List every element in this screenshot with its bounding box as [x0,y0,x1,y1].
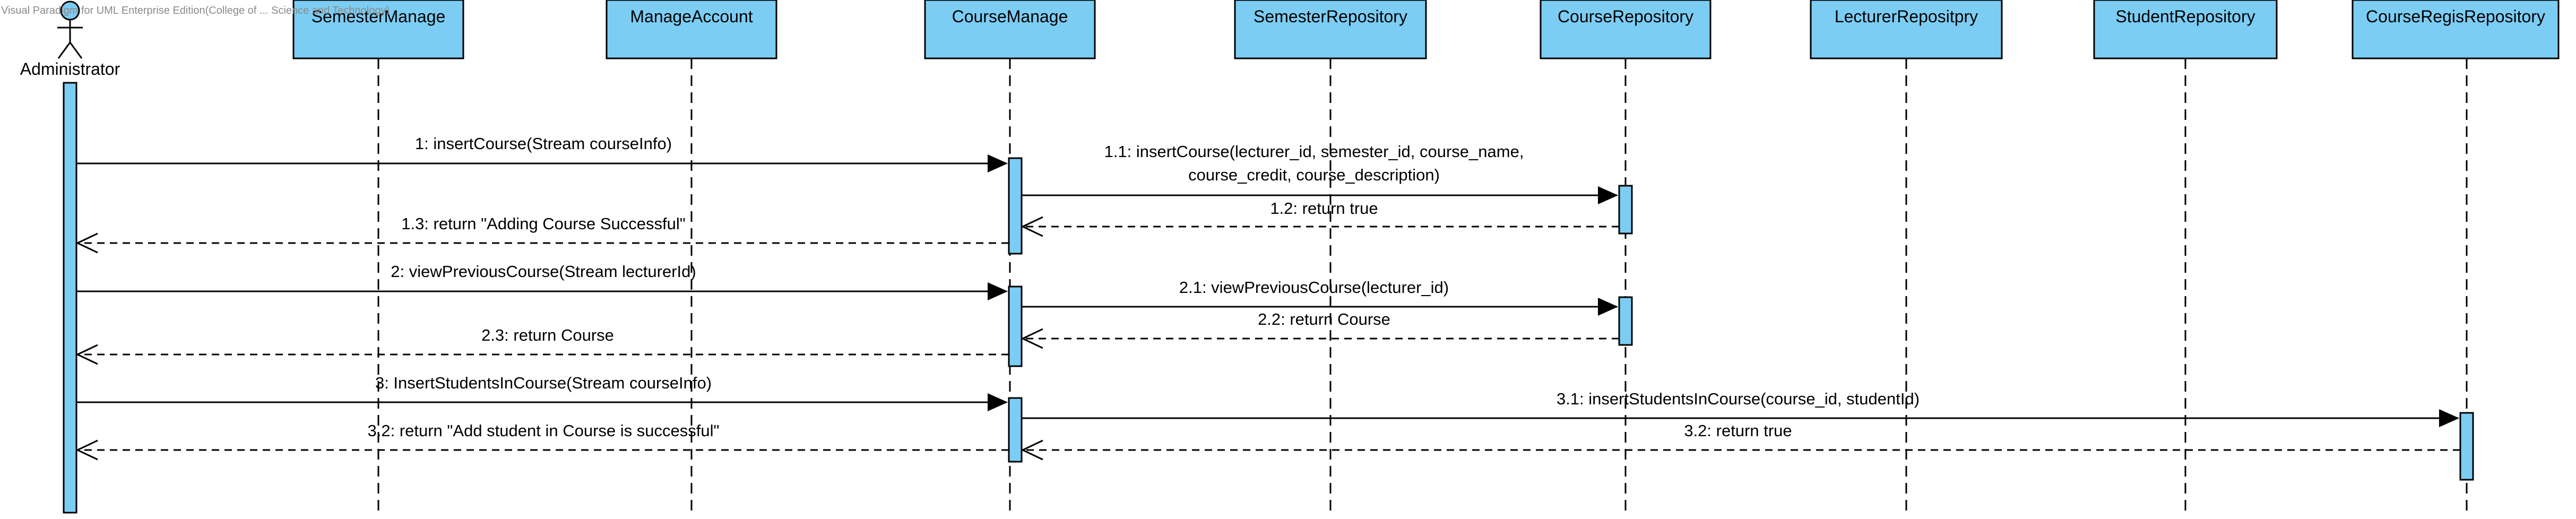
actor-label: Administrator [20,59,120,79]
message-1-3: 1.3: return "Adding Course Successful" [75,214,1009,254]
return-arrowhead-icon [75,439,98,461]
message-label: 3.2: return true [1684,421,1792,440]
lifeline-label-lecturer-repository: LecturerRepositpry [1835,7,1978,26]
lifeline-semester-repository: SemesterRepository [1234,0,1427,515]
message-label: 1.3: return "Adding Course Successful" [401,214,686,233]
lifeline-lecturer-repository: LecturerRepositpry [1810,0,2003,515]
activation-course-manage-2 [1008,286,1023,367]
activation-administrator [63,82,77,514]
sync-arrowhead-icon [1598,298,1618,316]
messages: 1: insertCourse(Stream courseInfo) 1.1: … [75,134,2460,461]
lifeline-semester-manage: SemesterManage [292,0,464,515]
lifeline-manage-account: ManageAccount [606,0,777,515]
activation-course-repository-2 [1618,296,1633,346]
watermark-text: Visual Paradigm for UML Enterprise Editi… [1,5,390,16]
lifeline-label-course-manage: CourseManage [952,7,1068,26]
message-label: 3.1: insertStudentsInCourse(course_id, s… [1557,390,1920,408]
message-label: 3: InsertStudentsInCourse(Stream courseI… [375,374,712,392]
message-label: 1: insertCourse(Stream courseInfo) [415,134,672,153]
activation-course-repository-1 [1618,185,1633,235]
lifeline-label-semester-repository: SemesterRepository [1254,7,1407,26]
message-1: 1: insertCourse(Stream courseInfo) [76,134,1008,172]
activation-course-regis-repository [2459,412,2474,481]
message-3: 3: InsertStudentsInCourse(Stream courseI… [76,374,1008,411]
lifeline-label-course-regis-repository: CourseRegisRepository [2366,7,2545,26]
message-label-line-2: course_credit, course_description) [1188,166,1440,184]
activation-course-manage-3 [1008,397,1023,463]
message-3-2-to-course-manage: 3.2: return true [1021,421,2460,461]
sync-arrowhead-icon [988,282,1008,300]
return-arrowhead-icon [1021,439,1043,461]
activation-bars [63,82,2474,514]
message-2-2: 2.2: return Course [1021,310,1619,349]
return-arrowhead-icon [1021,328,1043,349]
message-label: 2: viewPreviousCourse(Stream lecturerId) [391,262,696,281]
sync-arrowhead-icon [988,393,1008,411]
message-label: 2.2: return Course [1258,310,1390,328]
sync-arrowhead-icon [2439,409,2459,427]
lifeline-label-course-repository: CourseRepository [1558,7,1693,26]
lifeline-course-regis-repository: CourseRegisRepository [2352,0,2560,515]
message-3-2-to-administrator: 3.2: return "Add student in Course is su… [75,421,1009,461]
lifelines: SemesterManage ManageAccount CourseManag… [292,0,2560,515]
return-arrowhead-icon [75,344,98,365]
activation-course-manage-1 [1008,157,1023,255]
message-2-3: 2.3: return Course [75,326,1009,365]
message-label-line-1: 1.1: insertCourse(lecturer_id, semester_… [1104,142,1524,161]
lifeline-label-semester-manage: SemesterManage [312,7,446,26]
message-label: 3.2: return "Add student in Course is su… [367,421,719,440]
message-label: 1.2: return true [1270,199,1378,218]
sync-arrowhead-icon [1598,186,1618,204]
message-2: 2: viewPreviousCourse(Stream lecturerId) [76,262,1008,300]
actor-administrator: Administrator [20,1,120,79]
message-label: 2.3: return Course [481,326,614,344]
message-label: 2.1: viewPreviousCourse(lecturer_id) [1179,278,1449,297]
lifeline-label-manage-account: ManageAccount [630,7,753,26]
lifeline-label-student-repository: StudentRepository [2115,7,2255,26]
return-arrowhead-icon [1021,216,1043,237]
lifeline-student-repository: StudentRepository [2093,0,2278,515]
message-1-1: 1.1: insertCourse(lecturer_id, semester_… [1022,142,1618,204]
message-1-2: 1.2: return true [1021,199,1619,237]
return-arrowhead-icon [75,232,98,254]
message-3-1: 3.1: insertStudentsInCourse(course_id, s… [1022,390,2459,427]
stick-figure-actor-icon [57,1,83,59]
message-2-1: 2.1: viewPreviousCourse(lecturer_id) [1022,278,1618,316]
lifeline-course-repository: CourseRepository [1540,0,1711,515]
sync-arrowhead-icon [988,154,1008,172]
